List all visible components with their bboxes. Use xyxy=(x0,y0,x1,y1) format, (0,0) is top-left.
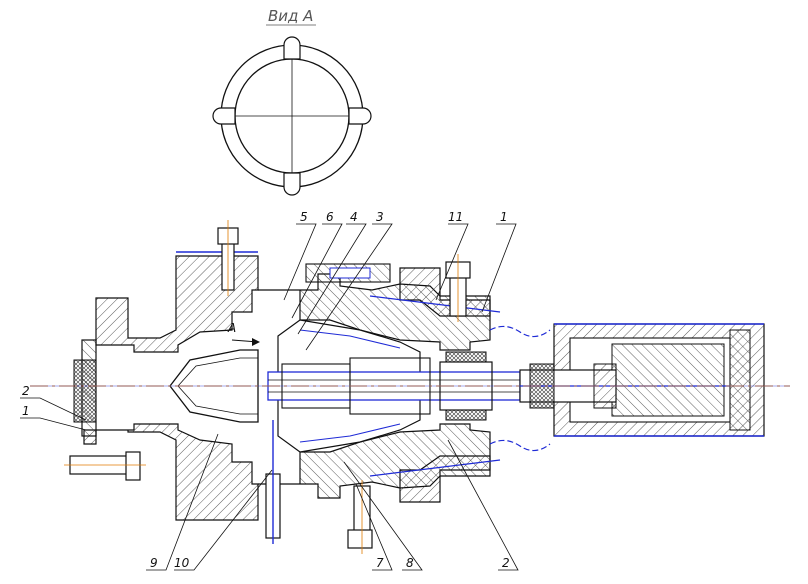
label-4: 4 xyxy=(350,210,358,224)
nut-blue-line-top xyxy=(369,295,501,313)
section-arrowhead xyxy=(252,338,260,346)
leader-7 xyxy=(355,483,393,571)
leader-1-top xyxy=(481,223,517,313)
cylinder-end-cap xyxy=(729,329,751,431)
slot-left xyxy=(212,107,236,125)
leader-3 xyxy=(305,223,393,351)
label-1-left: 1 xyxy=(22,404,30,418)
bolt-left-bottom-head xyxy=(125,451,141,481)
leader-4 xyxy=(297,223,367,335)
seal-bottom xyxy=(445,409,487,421)
slot-right xyxy=(348,107,372,125)
nut-blue-line-bottom xyxy=(369,459,501,477)
label-1-top: 1 xyxy=(500,210,508,224)
union-nut-lower xyxy=(399,455,491,503)
leader-11 xyxy=(435,223,469,301)
left-thread xyxy=(73,359,97,423)
slot-top xyxy=(283,36,301,60)
leader-5 xyxy=(283,223,317,301)
leader-1-left xyxy=(20,417,87,431)
break-line-bottom xyxy=(489,439,551,452)
label-6: 6 xyxy=(326,210,334,224)
break-line-top xyxy=(489,325,551,338)
leader-8 xyxy=(343,461,423,571)
label-7: 7 xyxy=(376,556,384,570)
leaders xyxy=(20,223,519,571)
label-8: 8 xyxy=(406,556,414,570)
label-10: 10 xyxy=(174,556,190,570)
nozzle-blue-lines xyxy=(299,329,401,443)
slot-bottom xyxy=(283,172,301,196)
leader-2-left xyxy=(20,397,87,421)
label-5: 5 xyxy=(300,210,308,224)
leader-10 xyxy=(174,469,273,571)
housing-body xyxy=(95,255,259,353)
leader-2-bottom xyxy=(447,439,519,571)
seal-top xyxy=(445,351,487,363)
bolt-7-head xyxy=(347,529,373,549)
piston xyxy=(611,343,725,417)
housing-body-lower xyxy=(83,423,259,521)
leader-9 xyxy=(146,433,219,571)
part-labels: 5 6 4 3 11 1 2 1 9 10 7 8 2 xyxy=(22,210,510,570)
view-a-title: Вид А xyxy=(268,7,313,25)
main-section: А xyxy=(30,220,790,554)
label-9: 9 xyxy=(150,556,158,570)
view-a: Вид А xyxy=(212,7,372,196)
section-mark-a: А xyxy=(227,321,236,335)
label-2-left: 2 xyxy=(22,384,30,398)
leader-6 xyxy=(291,223,343,319)
screw-3-shank xyxy=(329,267,371,279)
label-11: 11 xyxy=(448,210,463,224)
label-2-bottom: 2 xyxy=(502,556,510,570)
cone-inner-lines xyxy=(177,357,258,415)
label-3: 3 xyxy=(376,210,384,224)
